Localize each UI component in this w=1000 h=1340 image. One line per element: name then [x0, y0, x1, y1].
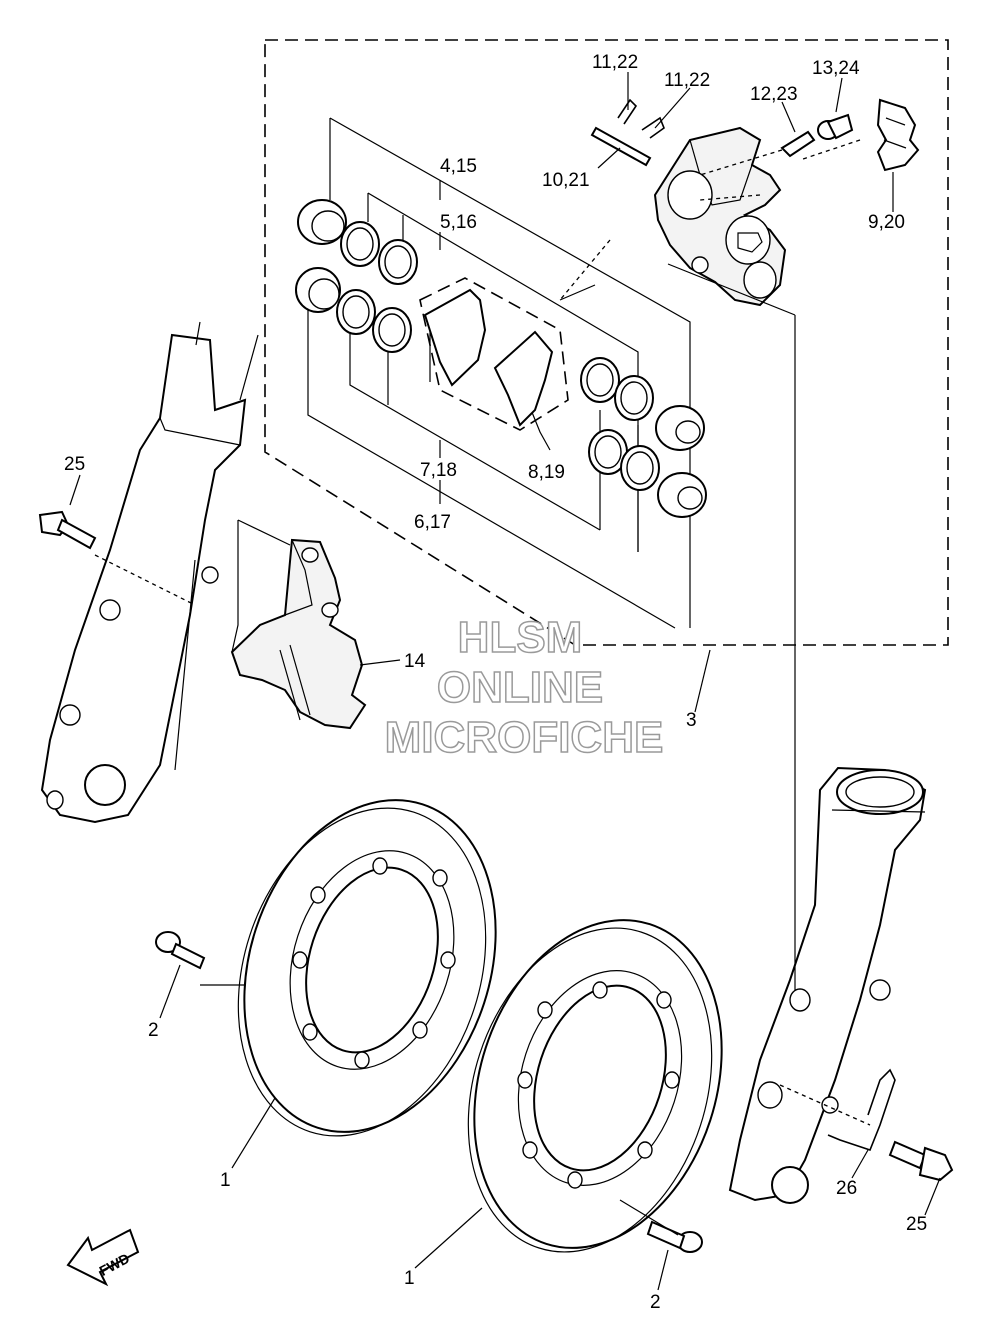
callout-12-23: 12,23 [750, 84, 798, 105]
callout-labels: 11,22 11,22 13,24 12,23 10,21 9,20 4,15 … [64, 52, 927, 1313]
callout-9-20: 9,20 [868, 212, 905, 233]
alignment-lines [200, 139, 861, 1236]
disc-bolt-left [155, 931, 206, 970]
brake-disc-left [237, 799, 497, 1137]
left-caliper [230, 538, 367, 730]
watermark-line-3: MICROFICHE [385, 713, 664, 762]
callout-1-left: 1 [220, 1170, 231, 1191]
callout-1-right: 1 [404, 1268, 415, 1289]
callout-25-right: 25 [906, 1214, 927, 1235]
callout-8-19: 8,19 [528, 462, 565, 483]
callout-14: 14 [404, 651, 426, 672]
forward-arrow-icon [66, 1228, 140, 1287]
callout-10-21: 10,21 [542, 170, 590, 191]
piston-seal-group-right [580, 357, 707, 518]
callout-13-24: 13,24 [812, 58, 860, 79]
brake-pad-set [419, 277, 569, 431]
callout-7-18: 7,18 [420, 460, 457, 481]
watermark: HLSM ONLINE MICROFICHE [384, 612, 664, 763]
caliper-kit-boundary [264, 39, 949, 646]
brake-disc-right [467, 919, 723, 1253]
callout-leader-lines [69, 72, 941, 1291]
callout-11-22-a: 11,22 [592, 52, 638, 73]
fwd-direction-marker: FWD [66, 1228, 140, 1287]
upper-caliper-assembly [590, 98, 920, 307]
left-fork-leg [38, 321, 259, 824]
callout-25-left: 25 [64, 454, 85, 475]
callout-3: 3 [686, 710, 697, 731]
watermark-line-1: HLSM [458, 613, 583, 662]
disc-bolt-right [646, 1220, 703, 1253]
watermark-line-2: ONLINE [437, 663, 603, 712]
right-fork-leg [728, 766, 954, 1204]
callout-26: 26 [836, 1178, 857, 1199]
callout-2-left: 2 [148, 1020, 159, 1041]
callout-6-17: 6,17 [414, 512, 451, 533]
piston-seal-group-left [295, 199, 418, 353]
callout-5-16: 5,16 [440, 212, 477, 233]
callout-4-15: 4,15 [440, 156, 477, 177]
callout-11-22-b: 11,22 [664, 70, 710, 91]
callout-2-right: 2 [650, 1292, 661, 1313]
